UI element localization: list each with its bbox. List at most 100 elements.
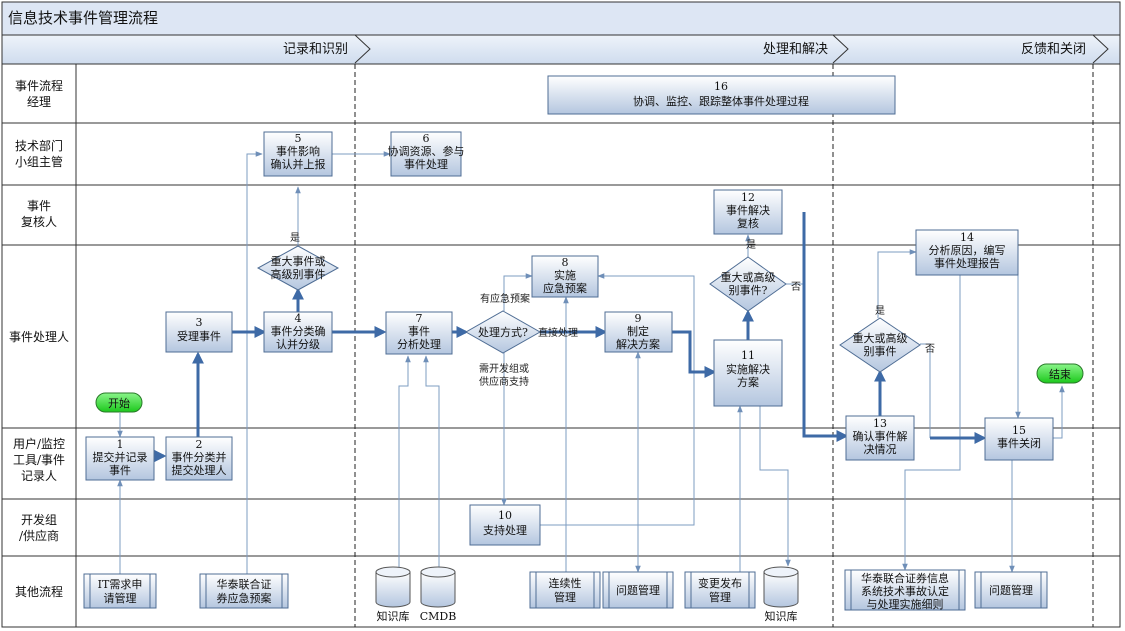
process-boxes — [85, 75, 1054, 546]
phase-label-record: 记录和识别 — [283, 42, 348, 57]
step-2-box — [165, 436, 233, 481]
start-terminator — [95, 392, 143, 413]
edge-no-2: 否 — [925, 343, 935, 355]
decision-major-2 — [709, 256, 787, 312]
end-terminator — [1036, 363, 1084, 384]
decision-major-3 — [839, 317, 921, 373]
other-process-inner-lines — [89, 570, 1042, 610]
phase-chevron-1 — [2, 34, 371, 64]
step-5-box — [263, 131, 333, 177]
other-proc-1-text: IT需求申请管理 — [98, 578, 143, 605]
step-10-box — [469, 504, 541, 546]
database-knowledge-base-1: 知识库 — [375, 566, 411, 623]
edge-has-plan: 有应急预案 — [480, 292, 530, 305]
other-proc-3-text: 连续性管理 — [549, 576, 582, 604]
decision-major-1 — [256, 245, 340, 291]
edge-need-support: 需开发组或供应商支持 — [479, 362, 529, 388]
edge-yes-1: 是 — [290, 232, 300, 244]
edge-labels: 是 是 是 否 否 有应急预案 直接处理 需开发组或供应商支持 — [290, 232, 935, 388]
main-flow-connectors — [154, 212, 987, 462]
end-label: 结束 — [1049, 368, 1071, 381]
database-knowledge-base-2: 知识库 — [763, 566, 799, 623]
other-proc-6-box — [844, 569, 966, 611]
db-label-knowledge-2: 知识库 — [765, 609, 798, 623]
step-7-box — [385, 311, 453, 355]
other-proc-4-text: 问题管理 — [616, 583, 660, 597]
decision-diamonds — [256, 245, 921, 373]
other-process-texts: IT需求申请管理 华泰联合证券应急预案 连续性管理 问题管理 变更发布管理 华泰… — [98, 571, 1033, 611]
phase-bar — [1, 34, 1121, 65]
lane-label-team-lead: 技术部门小组主管 — [15, 138, 63, 169]
start-label: 开始 — [108, 396, 130, 410]
lane-label-user: 用户/监控工具/事件记录人 — [13, 436, 65, 483]
phase-label-resolve: 处理和解决 — [763, 42, 828, 57]
db-label-knowledge-1: 知识库 — [377, 609, 410, 623]
edge-no-1: 否 — [791, 281, 801, 293]
step-8-box — [531, 255, 599, 298]
database-cmdb: CMDB — [420, 566, 457, 623]
step-3-box — [165, 311, 233, 353]
edge-yes-2: 是 — [746, 239, 756, 251]
other-proc-3-box — [529, 571, 601, 609]
other-proc-6-text: 华泰联合证券信息系统技术事故认定与处理实施细则 — [861, 571, 949, 611]
phase-chevron-2 — [355, 34, 849, 64]
step-13-box — [845, 415, 915, 461]
decision-major-2-text: 重大或高级别事件? — [721, 270, 776, 297]
lane-label-handler: 事件处理人 — [9, 330, 69, 344]
other-proc-1-box — [83, 573, 157, 609]
step-9-box — [604, 311, 673, 353]
decision-major-3-text: 重大或高级别事件 — [853, 331, 908, 358]
lane-label-vendor: 开发组/供应商 — [19, 512, 59, 543]
thin-connectors — [117, 151, 1065, 580]
step-4-box — [263, 311, 333, 353]
phase-dividers — [354, 64, 1094, 627]
decision-handling-mode-text: 处理方式? — [478, 325, 528, 339]
lane-label-incident-manager: 事件流程经理 — [15, 78, 63, 109]
decision-texts: 重大事件或高级别事件 处理方式? 重大或高级别事件? 重大或高级别事件 — [271, 254, 908, 358]
step-12-box — [713, 189, 783, 235]
other-proc-5-box — [684, 571, 756, 609]
lane-dividers — [2, 122, 1120, 557]
other-proc-4-box — [602, 571, 674, 609]
other-proc-5-text: 变更发布管理 — [698, 576, 742, 604]
other-process-boxes — [83, 569, 1048, 611]
step-15-box — [984, 417, 1054, 461]
other-proc-7-box — [974, 571, 1048, 609]
step-6-box — [390, 131, 462, 177]
decision-handling-mode — [464, 310, 542, 354]
db-label-cmdb: CMDB — [420, 610, 457, 623]
step-1-box — [85, 436, 155, 481]
step-11-box — [713, 339, 783, 407]
phase-label-close: 反馈和关闭 — [1021, 42, 1086, 57]
step-16-box — [547, 75, 896, 115]
other-proc-2-box — [199, 573, 289, 609]
step-14-box — [915, 229, 1019, 276]
edge-yes-3: 是 — [875, 305, 885, 317]
phase-chevron-3 — [833, 34, 1109, 64]
title-bar — [1, 1, 1121, 36]
decision-major-1-text: 重大事件或高级别事件 — [271, 254, 326, 281]
edge-direct: 直接处理 — [538, 326, 578, 339]
diagram-title: 信息技术事件管理流程 — [8, 9, 158, 27]
lane-label-other: 其他流程 — [15, 584, 63, 599]
other-proc-2-text: 华泰联合证券应急预案 — [217, 577, 272, 605]
lane-label-reviewer: 事件复核人 — [21, 199, 57, 229]
other-proc-7-text: 问题管理 — [989, 583, 1033, 597]
